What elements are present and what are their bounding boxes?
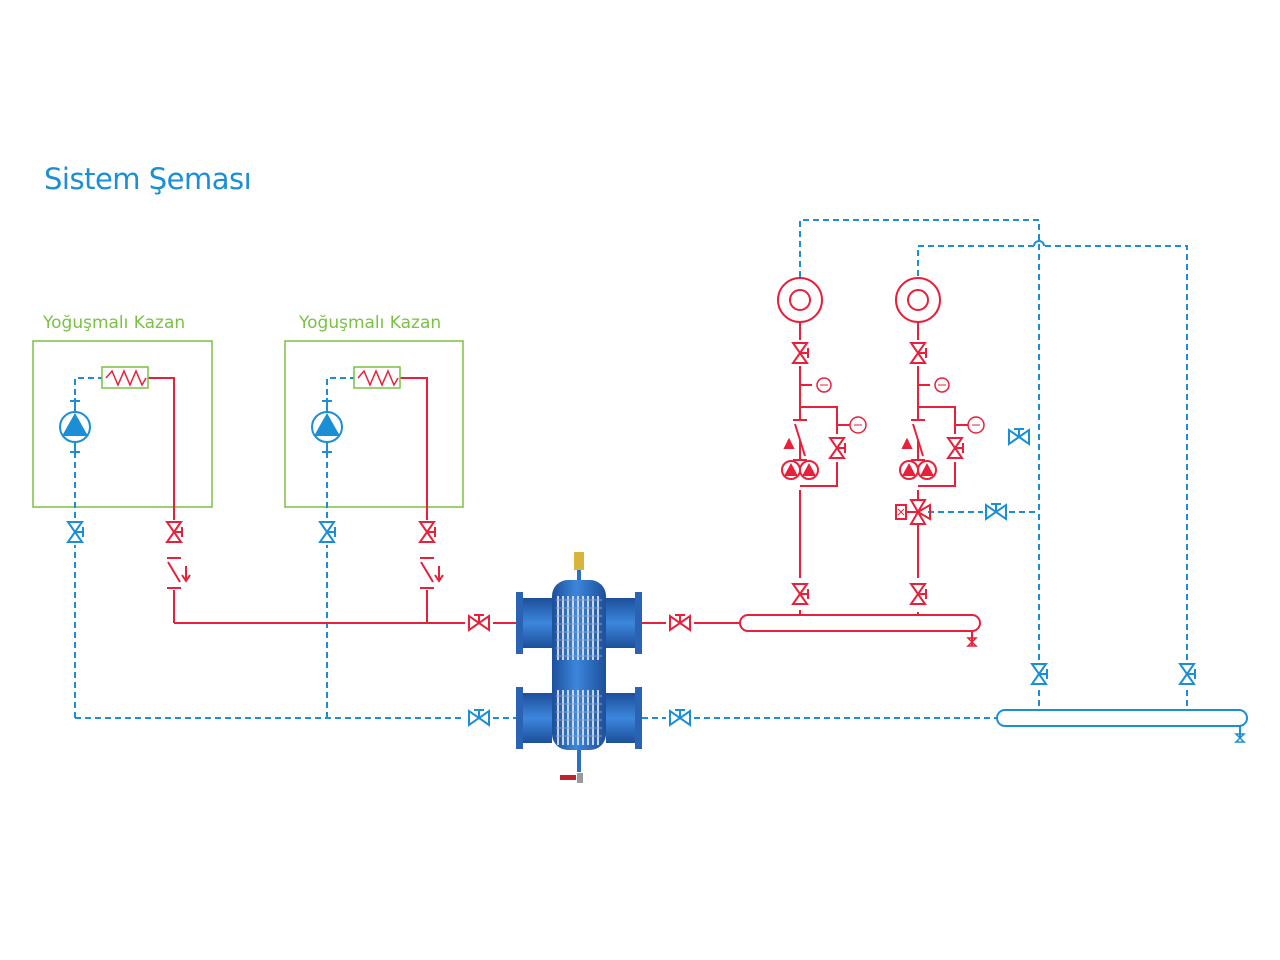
drain-valve-icon bbox=[560, 775, 576, 780]
circuit-2-return-valve bbox=[1179, 663, 1196, 685]
supply-valve-boiler-1 bbox=[166, 521, 183, 543]
circuit-1-top-valve bbox=[792, 342, 809, 364]
check-valve-icon bbox=[420, 557, 444, 589]
radiator-icon bbox=[777, 277, 823, 323]
page-title: Sistem Şeması bbox=[44, 162, 252, 196]
three-way-valve-icon bbox=[895, 499, 931, 525]
circuit-1 bbox=[777, 277, 867, 605]
return-valve-boiler-2 bbox=[319, 521, 336, 543]
circuit-1-return-valve bbox=[1031, 663, 1048, 685]
air-vent-icon bbox=[574, 552, 584, 570]
hydraulic-separator bbox=[516, 552, 642, 783]
supply-manifold bbox=[739, 614, 981, 632]
circulation-pump-icon bbox=[781, 460, 819, 480]
boiler-1-frame bbox=[32, 340, 213, 508]
check-valve-icon bbox=[911, 419, 925, 461]
supply-header-valve bbox=[468, 614, 490, 631]
return-inlet-valve bbox=[669, 709, 691, 726]
drain-valve-icon bbox=[966, 637, 978, 647]
supply-valve-boiler-2 bbox=[419, 521, 436, 543]
supply-piping bbox=[148, 320, 968, 624]
supply-outlet-valve bbox=[669, 614, 691, 631]
circuit-2-bypass-valve bbox=[947, 437, 964, 459]
circuit-2-bottom-valve bbox=[910, 583, 927, 605]
mixing-bypass-valve bbox=[985, 503, 1007, 520]
heat-exchanger-icon bbox=[353, 366, 401, 389]
check-valve-icon bbox=[167, 557, 191, 589]
radiator-icon bbox=[895, 277, 941, 323]
boiler-1-internals bbox=[59, 366, 149, 455]
boiler-1-label: Yoğuşmalı Kazan bbox=[43, 313, 186, 333]
boiler-2-label: Yoğuşmalı Kazan bbox=[299, 313, 442, 333]
return-piping bbox=[74, 219, 1188, 719]
circuit-1-bottom-valve bbox=[792, 583, 809, 605]
return-valve-boiler-1 bbox=[67, 521, 84, 543]
circuit-2-top-valve bbox=[910, 342, 927, 364]
boiler-2-frame bbox=[284, 340, 464, 508]
circulation-pump-icon bbox=[899, 460, 937, 480]
return-manifold bbox=[996, 709, 1248, 727]
boiler-2-internals bbox=[311, 366, 401, 455]
heat-exchanger-icon bbox=[101, 366, 149, 389]
check-valve-icon bbox=[793, 419, 807, 461]
return-header-valve bbox=[468, 709, 490, 726]
return-isolation-valve bbox=[1008, 428, 1030, 445]
circuit-1-bypass-valve bbox=[829, 437, 846, 459]
drain-valve-icon bbox=[1234, 733, 1246, 743]
circuit-2 bbox=[895, 277, 985, 605]
